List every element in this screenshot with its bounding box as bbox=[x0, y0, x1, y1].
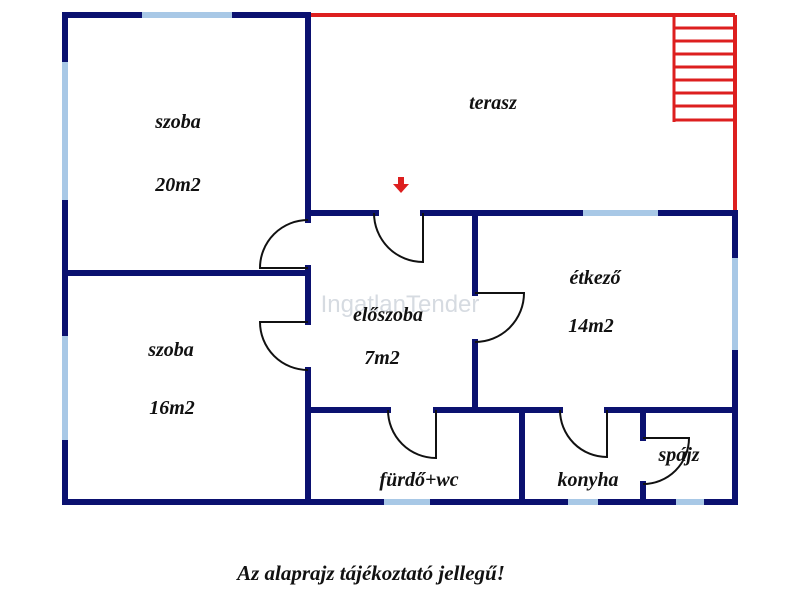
furdo-door bbox=[387, 409, 437, 460]
szoba-bottom-door bbox=[258, 321, 309, 371]
szoba-top-door bbox=[258, 219, 309, 269]
room-name-konyha: konyha bbox=[557, 469, 618, 491]
room-name-furdo: fürdő+wc bbox=[379, 469, 458, 491]
room-area-szoba-bottom: 16m2 bbox=[149, 397, 195, 419]
room-name-spajz: spájz bbox=[657, 444, 699, 466]
doors bbox=[258, 212, 691, 485]
room-area-eloszoba: 7m2 bbox=[364, 347, 400, 369]
stairs-icon bbox=[672, 15, 735, 122]
room-name-eloszoba: előszoba bbox=[353, 304, 423, 326]
terrace-outline bbox=[308, 13, 737, 213]
room-area-etkezo: 14m2 bbox=[568, 315, 614, 337]
windows bbox=[62, 12, 738, 505]
konyha-door bbox=[559, 409, 608, 459]
room-name-terasz: terasz bbox=[469, 92, 517, 114]
disclaimer-note: Az alaprajz tájékoztató jellegű! bbox=[235, 561, 505, 585]
etkezo-door bbox=[474, 292, 526, 343]
spajz-door bbox=[642, 437, 691, 485]
room-area-szoba-top: 20m2 bbox=[154, 174, 201, 196]
room-name-szoba-bottom: szoba bbox=[147, 339, 194, 361]
arrow-down-icon bbox=[393, 177, 409, 193]
walls bbox=[62, 12, 738, 505]
room-name-etkezo: étkező bbox=[569, 267, 622, 289]
entrance-door bbox=[373, 212, 424, 264]
room-name-szoba-top: szoba bbox=[154, 111, 201, 133]
watermark: IngatlanTender bbox=[321, 291, 480, 318]
